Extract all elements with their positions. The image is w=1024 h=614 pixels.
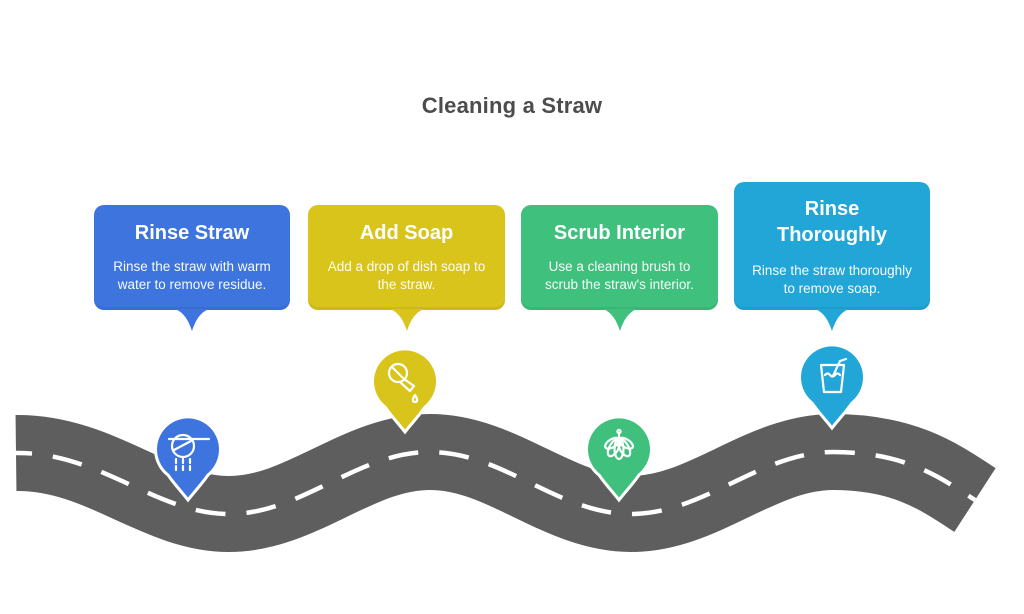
card-pointer xyxy=(815,309,849,331)
road-centerline xyxy=(15,449,977,517)
pin-shape xyxy=(798,343,866,431)
card-pointer xyxy=(389,309,424,331)
step-card-add-soap: Add Soap Add a drop of dish soap to the … xyxy=(308,205,505,331)
step-description: Rinse the straw thoroughly to remove soa… xyxy=(752,263,912,296)
map-pin-scrub-interior xyxy=(585,415,653,503)
step-description: Rinse the straw with warm water to remov… xyxy=(113,259,271,292)
step-title: Rinse Straw xyxy=(134,222,250,244)
shower-rinse-icon xyxy=(167,433,211,472)
page-title: Cleaning a Straw xyxy=(421,93,603,118)
step-card-rinse-straw: Rinse Straw Rinse the straw with warm wa… xyxy=(94,205,290,331)
soap-bottle-icon xyxy=(387,362,419,404)
step-title: Rinse Thoroughly xyxy=(777,198,887,246)
card-pointer xyxy=(175,309,209,331)
step-description: Use a cleaning brush to scrub the straw'… xyxy=(545,259,694,292)
pin-shape xyxy=(154,415,222,503)
card-pointer xyxy=(602,309,637,331)
step-title: Add Soap xyxy=(359,222,454,244)
map-pin-rinse-straw xyxy=(154,415,222,503)
map-pin-rinse-thoroughly xyxy=(798,343,866,431)
drink-glass-straw-icon xyxy=(819,357,848,394)
pin-shape xyxy=(371,347,439,435)
step-title: Scrub Interior xyxy=(553,222,686,244)
step-card-rinse-thoroughly: Rinse Thoroughly Rinse the straw thoroug… xyxy=(734,182,930,331)
step-description: Add a drop of dish soap to the straw. xyxy=(327,259,486,292)
cleaning-brush-icon xyxy=(604,428,634,461)
map-pin-add-soap xyxy=(371,347,439,435)
step-card-scrub-interior: Scrub Interior Use a cleaning brush to s… xyxy=(521,205,718,331)
